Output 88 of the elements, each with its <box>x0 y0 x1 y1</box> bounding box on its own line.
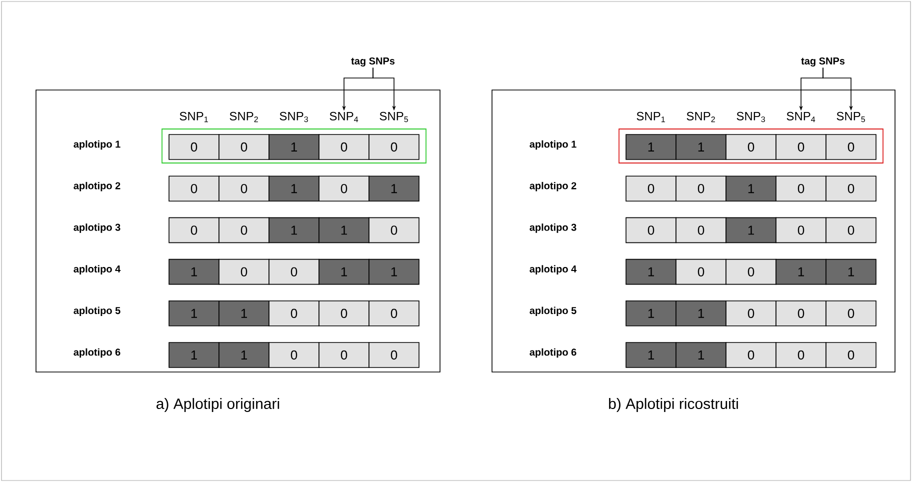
row-label: aplotipo 2 <box>530 182 576 192</box>
snp-cell: 1 <box>676 134 726 160</box>
snp-cell: 0 <box>318 176 370 202</box>
snp-cell: 1 <box>268 217 320 244</box>
snp-cell: 1 <box>626 258 676 285</box>
snp-cell: 0 <box>776 300 826 326</box>
snp-cell: 1 <box>268 176 320 202</box>
snp-cell: 0 <box>826 300 876 326</box>
snp-cell: 1 <box>168 258 220 285</box>
snp-cell: 0 <box>676 176 726 202</box>
row-label: aplotipo 5 <box>74 306 120 316</box>
snp-cell: 0 <box>218 134 270 160</box>
tag-label: tag SNPs <box>351 57 395 67</box>
snp-cell: 0 <box>268 342 320 368</box>
snp-cell: 0 <box>676 258 726 285</box>
snp-cell: 0 <box>368 134 420 160</box>
snp-cell: 1 <box>268 134 320 160</box>
snp-cell: 0 <box>268 258 320 285</box>
snp-cell: 0 <box>776 176 826 202</box>
snp-cell: 0 <box>368 217 420 244</box>
snp-cell: 0 <box>726 300 776 326</box>
snp-cell: 0 <box>168 134 220 160</box>
snp-cell: 0 <box>826 342 876 368</box>
snp-cell: 0 <box>826 134 876 160</box>
snp-cell: 0 <box>318 342 370 368</box>
snp-cell: 0 <box>776 342 826 368</box>
tag-label: tag SNPs <box>801 57 845 67</box>
column-header: SNP$_{3}$ <box>280 112 308 122</box>
snp-cell: 0 <box>268 300 320 326</box>
snp-cell: 0 <box>368 300 420 326</box>
row-label: aplotipo 4 <box>74 265 121 274</box>
panel-frame <box>36 90 440 372</box>
column-header: SNP$_{2}$ <box>230 112 258 122</box>
snp-cell: 1 <box>168 342 220 368</box>
snp-cell: 0 <box>168 176 220 202</box>
row-label: aplotipo 2 <box>74 182 120 192</box>
snp-cell: 1 <box>626 134 676 160</box>
snp-cell: 0 <box>776 217 826 244</box>
row-label: aplotipo 4 <box>530 265 577 274</box>
snp-cell: 1 <box>676 300 726 326</box>
snp-cell: 0 <box>826 217 876 244</box>
snp-cell: 1 <box>776 258 826 285</box>
snp-cell: 1 <box>368 258 420 285</box>
snp-cell: 1 <box>626 300 676 326</box>
panel-frame <box>492 90 896 372</box>
row-label: aplotipo 6 <box>74 348 120 358</box>
snp-cell: 0 <box>218 217 270 244</box>
snp-cell: 1 <box>626 342 676 368</box>
snp-cell: 1 <box>318 258 370 285</box>
snp-cell: 0 <box>676 217 726 244</box>
snp-cell: 0 <box>368 342 420 368</box>
column-header: SNP$_{5}$ <box>836 112 865 122</box>
panel-label: a) Aplotipi originari <box>156 398 280 412</box>
row-label: aplotipo 5 <box>530 306 576 316</box>
column-header: SNP$_{4}$ <box>330 112 358 122</box>
row-label: aplotipo 1 <box>530 140 576 150</box>
column-header: SNP$_{4}$ <box>786 112 816 122</box>
snp-cell: 1 <box>726 176 776 202</box>
column-header: SNP$_{1}$ <box>636 112 665 122</box>
row-label: aplotipo 3 <box>74 224 120 233</box>
row-label: aplotipo 1 <box>74 140 120 150</box>
snp-cell: 0 <box>626 176 676 202</box>
snp-cell: 1 <box>218 342 270 368</box>
snp-cell: 0 <box>218 258 270 285</box>
snp-cell: 1 <box>168 300 220 326</box>
column-header: SNP$_{2}$ <box>686 112 715 122</box>
snp-cell: 0 <box>726 258 776 285</box>
snp-cell: 1 <box>676 342 726 368</box>
panel-label: b) Aplotipi ricostruiti <box>609 398 738 412</box>
snp-cell: 1 <box>318 217 370 244</box>
snp-cell: 0 <box>726 134 776 160</box>
row-label: aplotipo 3 <box>530 224 576 233</box>
snp-cell: 0 <box>826 176 876 202</box>
column-header: SNP$_{3}$ <box>736 112 765 122</box>
row-label: aplotipo 6 <box>530 348 576 358</box>
snp-cell: 0 <box>318 300 370 326</box>
snp-cell: 1 <box>726 217 776 244</box>
snp-cell: 0 <box>726 342 776 368</box>
snp-cell: 1 <box>218 300 270 326</box>
snp-cell: 0 <box>168 217 220 244</box>
snp-cell: 1 <box>826 258 876 285</box>
snp-cell: 0 <box>218 176 270 202</box>
column-header: SNP$_{5}$ <box>380 112 408 122</box>
snp-cell: 0 <box>626 217 676 244</box>
snp-cell: 0 <box>318 134 370 160</box>
snp-cell: 0 <box>776 134 826 160</box>
column-header: SNP$_{1}$ <box>180 112 208 122</box>
snp-cell: 1 <box>368 176 420 202</box>
